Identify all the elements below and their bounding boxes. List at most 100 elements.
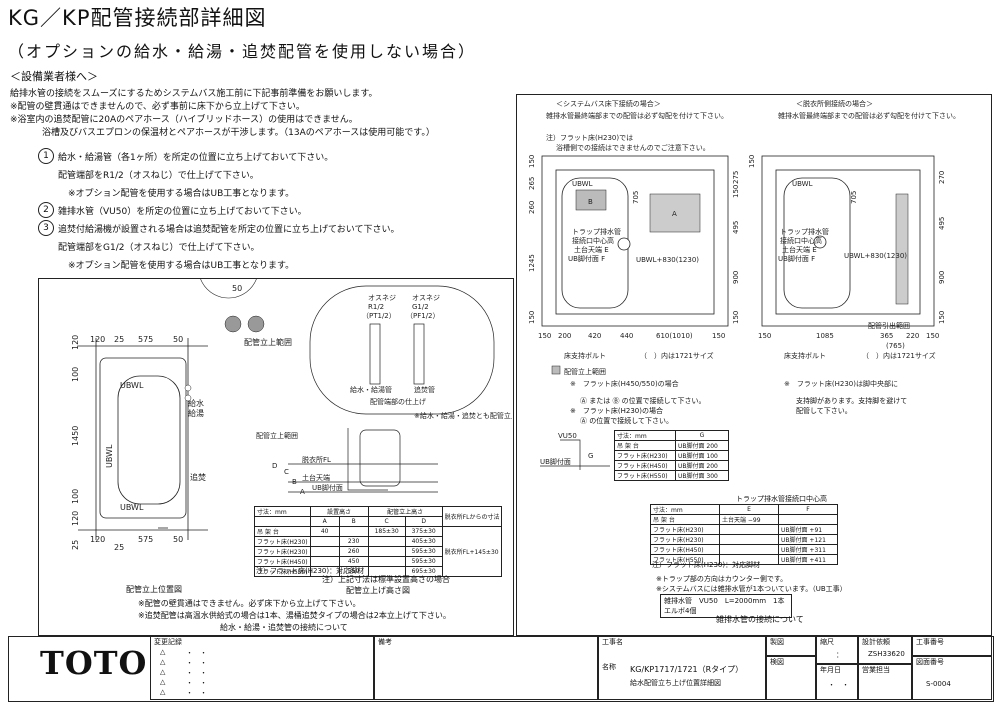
dim-bottom: 120 xyxy=(90,535,105,544)
checked-label: 検図 xyxy=(770,658,784,666)
table-cell: 脱衣所FLからの寸法 xyxy=(441,506,503,527)
dim: 150 xyxy=(538,332,551,340)
left-panel-frame xyxy=(38,278,514,636)
scale-value: ： xyxy=(836,651,843,659)
note-line: ※配管の壁貫通はできませんので、必ず事前に床下から立上げて下さい。 xyxy=(10,102,305,112)
table-cell: 40 xyxy=(309,526,340,537)
male-thread-label: オスネジ xyxy=(368,294,396,302)
revision-area xyxy=(150,636,374,700)
revision-mark: △ xyxy=(160,668,166,676)
design-value: ZSH33620 xyxy=(868,650,905,658)
sales-cell xyxy=(858,664,912,700)
table-footnote: 注）フラット床(H230)：対応脚材 xyxy=(256,567,365,575)
right-note: 支持脚があります。支持脚を避けて xyxy=(796,397,908,405)
step-number: 1 xyxy=(38,148,54,164)
table-cell xyxy=(778,514,838,525)
table-cell: 405±30 xyxy=(404,536,443,547)
step-text: 雑排水管（VU50）を所定の位置に立ち上げておいて下さい。 xyxy=(58,207,307,217)
table-cell: 450 xyxy=(338,556,369,567)
dim: 495 xyxy=(938,217,946,230)
table-cell: C xyxy=(367,516,406,527)
supply-pipe-name: 給水・給湯管 xyxy=(350,385,392,394)
left-note: ※ フラット床(H450/550)の場合 xyxy=(570,379,679,388)
left-footer: 給水・給湯・追焚管の接続について xyxy=(220,623,348,632)
right-sub-left: 雑排水管最終端部までの配管は必ず勾配を付けて下さい。 xyxy=(546,111,728,120)
dim: 270 xyxy=(938,171,946,184)
dim: 420 xyxy=(588,332,601,340)
drawn-label: 製図 xyxy=(770,638,784,646)
step-number: 2 xyxy=(38,202,54,218)
scale-cell xyxy=(816,636,858,664)
revision-date: ・ ・ xyxy=(186,679,207,687)
table-cell: フラット床(H550) xyxy=(614,470,676,481)
work-name-label: 工事名 xyxy=(602,638,623,646)
dim: 150 xyxy=(528,311,536,324)
design-cell xyxy=(858,636,912,664)
note-line: 給排水管の接続をスムーズにするためシステムバス施工前に下記事前準備をお願いします… xyxy=(10,89,378,99)
dim: 150 xyxy=(528,155,536,168)
pipe-spec-box xyxy=(660,594,792,618)
table-cell: フラット床(H230) xyxy=(254,536,311,547)
table-row: フラット床(H450) UB脚付面 +311 xyxy=(650,544,838,555)
remarks-area xyxy=(374,636,598,700)
date-label: 年月日 xyxy=(820,666,841,674)
table-row: フラット床(H230)UB脚付面 +91 xyxy=(650,524,838,535)
trap-note: ※システムバスには雑排水管が1本ついています。（UB工事） xyxy=(656,585,847,593)
dim-705: 705 xyxy=(850,191,858,204)
table-cell: 寸法：mm xyxy=(614,430,676,441)
right-title-right: ＜脱衣所側接続の場合＞ xyxy=(796,99,873,108)
drawn-cell xyxy=(766,636,816,656)
table-cell: UB脚付面 +311 xyxy=(778,544,838,555)
dim: 200 xyxy=(558,332,571,340)
trap-label: 土台天端 E xyxy=(574,245,609,254)
dim-side: 100 xyxy=(71,367,80,382)
table-cell: フラット床(H450) xyxy=(650,544,720,555)
table-cell: F xyxy=(778,504,838,515)
dim: 260 xyxy=(528,201,536,214)
dim: 365 xyxy=(880,332,893,340)
step-sub: ※オプション配管を使用する場合はUB工事となります。 xyxy=(68,261,295,271)
table-cell: 595±30 xyxy=(404,546,443,557)
dim-side: 1450 xyxy=(71,426,80,446)
trap-label: トラップ排水管 xyxy=(780,227,829,236)
dim: 1085 xyxy=(816,332,834,340)
trap-table-title: トラップ排水管接続口中心高 xyxy=(736,495,827,503)
note-line: ※浴室内の追焚配管に20Aのペアホース（ハイブリッドホース）の使用はできません。 xyxy=(10,115,358,125)
pipe-note: ※給水・給湯・追焚とも配管立上げ高さは同じです。 xyxy=(414,411,512,420)
revision-date: ・ ・ xyxy=(186,669,207,677)
table-cell: UB脚付面 +411 xyxy=(778,554,838,565)
pipe-spec: エルボ4個 xyxy=(664,607,697,615)
table-cell: G xyxy=(675,430,729,441)
note-line: 浴槽及びバスエプロンの保温材とペアホースが干渉します。（13Aのペアホースは使用… xyxy=(42,128,435,138)
step-text: 追焚付給湯機が設置される場合は追焚配管を所定の位置に立ち上げておいて下さい。 xyxy=(58,225,400,235)
dim-side: 25 xyxy=(71,540,80,550)
left-note: ※追焚配管は高温水供給式の場合は1本、湯桶追焚タイプの場合は2本立上げて下さい。 xyxy=(138,611,451,620)
table-row: フラット床(H450)UB脚付面 200 xyxy=(614,460,729,471)
label-ubwl: UBWL xyxy=(120,381,144,390)
trap-label: UB脚付面 F xyxy=(568,254,605,263)
dim-bottom: 575 xyxy=(138,535,153,544)
label-oidaki: 追焚 xyxy=(190,472,206,482)
table-cell: フラット床(H230) xyxy=(614,450,676,461)
table-cell: 寸法：mm xyxy=(650,504,720,515)
thread-r12: R1/2 xyxy=(368,303,384,311)
vu50-label: VU50 xyxy=(558,432,577,440)
trap-label: 接続口中心高 xyxy=(780,236,822,245)
trap-label: 土台天端 E xyxy=(782,245,817,254)
table-cell: フラット床(H450) xyxy=(614,460,676,471)
revision-mark: △ xyxy=(160,688,166,696)
dim: 900 xyxy=(938,271,946,284)
dim: 610(1010) xyxy=(656,332,693,340)
dim-top: 575 xyxy=(138,335,153,344)
revision-mark: △ xyxy=(160,658,166,666)
design-label: 設計依頼 xyxy=(862,638,890,646)
page-title: KG／KP配管接続部詳細図 xyxy=(8,6,267,30)
trap-label: UB脚付面 F xyxy=(778,254,815,263)
table-row: フラット床(H550) 550 695±30 xyxy=(254,566,502,577)
pipe-spec: 雑排水管 VU50 L=2000mm 1本 xyxy=(664,597,785,605)
height-table: 寸法：mm 設置高さ 配管立上高さ 脱衣所FLからの寸法 A B C D 吊 架… xyxy=(254,506,503,577)
bathtub-outline xyxy=(117,375,181,505)
trap-table: 寸法：mm E F 吊 架 台土台天端 −99 フラット床(H230)UB脚付面… xyxy=(650,504,838,565)
work-area xyxy=(598,636,766,700)
table-cell: B xyxy=(338,516,369,527)
